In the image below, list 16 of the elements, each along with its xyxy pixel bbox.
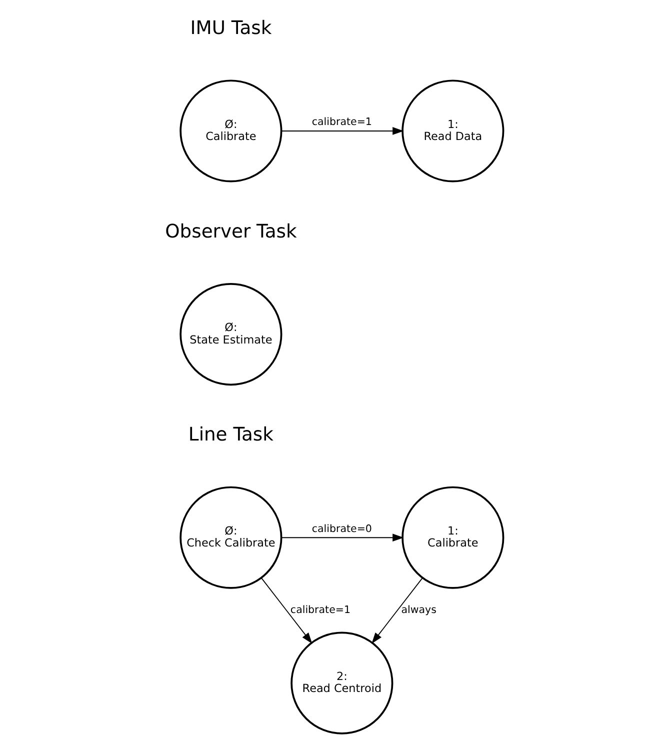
node-circle: 1: Calibrate	[401, 486, 504, 589]
label: Line Task	[188, 424, 273, 446]
arrow	[260, 578, 312, 644]
label: IMU Task	[190, 18, 272, 39]
edge-label: always	[400, 604, 436, 616]
edge-label: calibrate=1	[311, 116, 372, 128]
edge-label: calibrate=1	[290, 604, 350, 616]
node-circle: 1: Read Data	[401, 80, 504, 182]
node-circle: Ø: Check Calibrate	[179, 486, 282, 589]
node-circle: Ø: Calibrate	[179, 80, 282, 182]
node-circle: Ø: State Estimate	[179, 283, 282, 386]
arrow	[280, 534, 404, 542]
arrow	[371, 578, 422, 644]
edge-label: calibrate=0	[311, 522, 372, 535]
arrow	[280, 127, 404, 135]
label: Observer Task	[164, 221, 296, 242]
